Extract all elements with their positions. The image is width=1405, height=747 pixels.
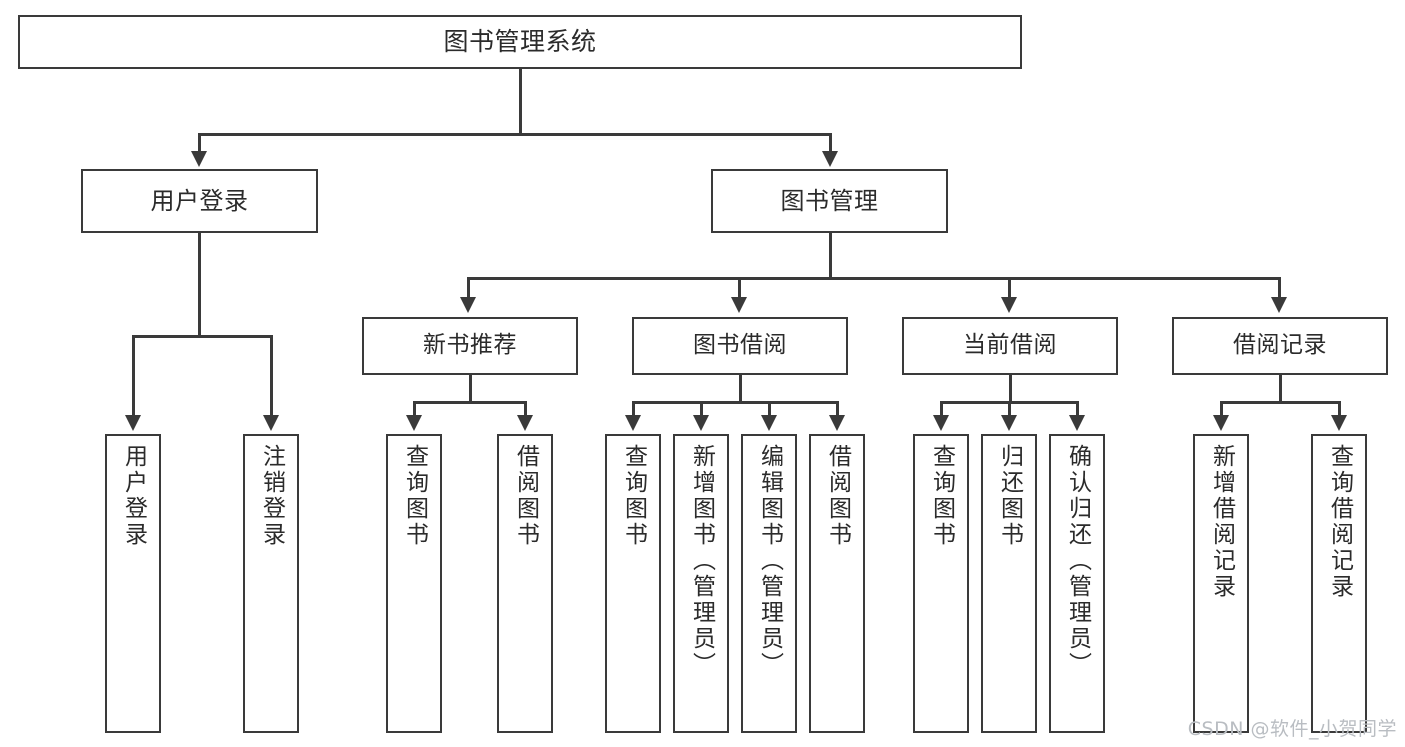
arrow-userlogin-to-leaf-0	[125, 415, 141, 431]
arrow-root-to-bookmgmt	[822, 151, 838, 167]
edge-userlogin-down	[198, 233, 201, 337]
edge-bookmgmt-to-l3-1	[738, 277, 741, 299]
edge-newbook-to-leaf-0	[413, 401, 416, 417]
node-book-borrow[interactable]: 图书借阅	[632, 317, 848, 375]
edge-userlogin-to-leaf-0	[132, 335, 135, 417]
leaf-current-borrow-1[interactable]: 归还图书	[981, 434, 1037, 733]
node-label: 用户登录	[120, 444, 147, 548]
edge-newbook-to-leaf-1	[524, 401, 527, 417]
edge-bookborrow-to-leaf-1	[700, 401, 703, 417]
node-root-system[interactable]: 图书管理系统	[18, 15, 1022, 69]
arrow-borrowrecord-to-leaf-1	[1331, 415, 1347, 431]
edge-bookmgmt-to-l3-2	[1008, 277, 1011, 299]
arrow-bookborrow-to-leaf-3	[829, 415, 845, 431]
node-label: 查询图书	[401, 444, 428, 548]
arrow-borrowrecord-to-leaf-0	[1213, 415, 1229, 431]
node-current-borrow[interactable]: 当前借阅	[902, 317, 1118, 375]
edge-bookborrow-bus	[633, 401, 839, 404]
leaf-borrow-record-0[interactable]: 新增借阅记录	[1193, 434, 1249, 733]
node-label: 当前借阅	[963, 332, 1057, 359]
edge-borrowrecord-bus	[1221, 401, 1340, 404]
edge-currentborrow-to-leaf-1	[1008, 401, 1011, 417]
edge-bookmgmt-down	[829, 233, 832, 279]
node-label: 借阅图书	[512, 444, 539, 548]
edge-root-bus	[199, 133, 832, 136]
node-label: 编辑图书（管理员）	[756, 444, 783, 678]
arrow-bookborrow-to-leaf-0	[625, 415, 641, 431]
edge-newbook-bus	[414, 401, 526, 404]
arrow-currentborrow-to-leaf-0	[933, 415, 949, 431]
edge-bookmgmt-to-l3-3	[1278, 277, 1281, 299]
leaf-new-book-1[interactable]: 借阅图书	[497, 434, 553, 733]
node-book-management[interactable]: 图书管理	[711, 169, 948, 233]
arrow-bookmgmt-to-l3-1	[731, 297, 747, 313]
node-label: 借阅记录	[1233, 332, 1327, 359]
edge-borrowrecord-to-leaf-0	[1220, 401, 1223, 417]
leaf-current-borrow-2[interactable]: 确认归还（管理员）	[1049, 434, 1105, 733]
leaf-current-borrow-0[interactable]: 查询图书	[913, 434, 969, 733]
edge-root-to-bookmgmt	[829, 133, 832, 153]
edge-currentborrow-down	[1009, 375, 1012, 403]
node-label: 图书管理	[780, 186, 879, 215]
edge-currentborrow-to-leaf-0	[940, 401, 943, 417]
node-label: 新增图书（管理员）	[688, 444, 715, 678]
arrow-bookmgmt-to-l3-0	[460, 297, 476, 313]
edge-bookmgmt-bus	[468, 277, 1281, 280]
edge-userlogin-to-leaf-1	[270, 335, 273, 417]
edge-borrowrecord-down	[1279, 375, 1282, 403]
arrow-userlogin-to-leaf-1	[263, 415, 279, 431]
leaf-book-borrow-1[interactable]: 新增图书（管理员）	[673, 434, 729, 733]
leaf-new-book-0[interactable]: 查询图书	[386, 434, 442, 733]
edge-bookmgmt-to-l3-0	[467, 277, 470, 299]
node-label: 归还图书	[996, 444, 1023, 548]
node-label: 查询图书	[620, 444, 647, 548]
node-label: 新书推荐	[423, 332, 517, 359]
arrow-currentborrow-to-leaf-2	[1069, 415, 1085, 431]
edge-borrowrecord-to-leaf-1	[1338, 401, 1341, 417]
edge-bookborrow-down	[739, 375, 742, 403]
edge-bookborrow-to-leaf-3	[836, 401, 839, 417]
arrow-currentborrow-to-leaf-1	[1001, 415, 1017, 431]
node-label: 查询借阅记录	[1326, 444, 1353, 600]
node-label: 用户登录	[150, 186, 249, 215]
arrow-bookmgmt-to-l3-3	[1271, 297, 1287, 313]
edge-newbook-down	[469, 375, 472, 403]
leaf-book-borrow-2[interactable]: 编辑图书（管理员）	[741, 434, 797, 733]
leaf-book-borrow-0[interactable]: 查询图书	[605, 434, 661, 733]
leaf-user-login-0[interactable]: 用户登录	[105, 434, 161, 733]
node-new-book-recommend[interactable]: 新书推荐	[362, 317, 578, 375]
node-label: 确认归还（管理员）	[1064, 444, 1091, 678]
arrow-bookborrow-to-leaf-2	[761, 415, 777, 431]
arrow-newbook-to-leaf-1	[517, 415, 533, 431]
node-label: 注销登录	[258, 444, 285, 548]
edge-bookborrow-to-leaf-0	[632, 401, 635, 417]
arrow-newbook-to-leaf-0	[406, 415, 422, 431]
leaf-user-login-1[interactable]: 注销登录	[243, 434, 299, 733]
edge-userlogin-bus	[133, 335, 273, 338]
arrow-root-to-userlogin	[191, 151, 207, 167]
node-label: 图书管理系统	[443, 27, 597, 57]
node-label: 图书借阅	[693, 332, 787, 359]
node-label: 借阅图书	[824, 444, 851, 548]
edge-currentborrow-to-leaf-2	[1076, 401, 1079, 417]
edge-bookborrow-to-leaf-2	[768, 401, 771, 417]
node-label: 新增借阅记录	[1208, 444, 1235, 600]
arrow-bookmgmt-to-l3-2	[1001, 297, 1017, 313]
leaf-borrow-record-1[interactable]: 查询借阅记录	[1311, 434, 1367, 733]
node-label: 查询图书	[928, 444, 955, 548]
arrow-bookborrow-to-leaf-1	[693, 415, 709, 431]
edge-root-down	[519, 69, 522, 135]
leaf-book-borrow-3[interactable]: 借阅图书	[809, 434, 865, 733]
edge-root-to-userlogin	[198, 133, 201, 153]
node-borrow-record[interactable]: 借阅记录	[1172, 317, 1388, 375]
node-user-login[interactable]: 用户登录	[81, 169, 318, 233]
